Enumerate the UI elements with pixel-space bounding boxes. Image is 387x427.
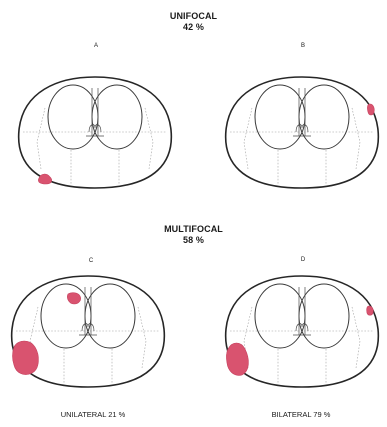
panel-a-label: A <box>81 43 111 50</box>
multifocal-percent: 58 % <box>0 235 387 245</box>
panel-d-label: D <box>288 257 318 264</box>
unifocal-title: UNIFOCAL <box>0 11 387 21</box>
multifocal-title: MULTIFOCAL <box>0 224 387 234</box>
panel-c-diagram <box>8 271 168 389</box>
lesion-d-right-lateral <box>367 306 374 315</box>
lesion-c-left-top <box>67 293 80 304</box>
panel-c-label: C <box>76 258 106 265</box>
panel-b-label: B <box>288 43 318 50</box>
unifocal-percent: 42 % <box>0 22 387 32</box>
panel-d-diagram <box>222 271 382 389</box>
bilateral-caption: BILATERAL 79 % <box>231 410 371 419</box>
unilateral-caption: UNILATERAL 21 % <box>23 410 163 419</box>
lesion-c-left-lateral <box>13 341 39 375</box>
lesion-b-right-apex <box>367 104 374 115</box>
panel-b-diagram <box>222 72 382 190</box>
panel-a-diagram <box>15 72 175 190</box>
